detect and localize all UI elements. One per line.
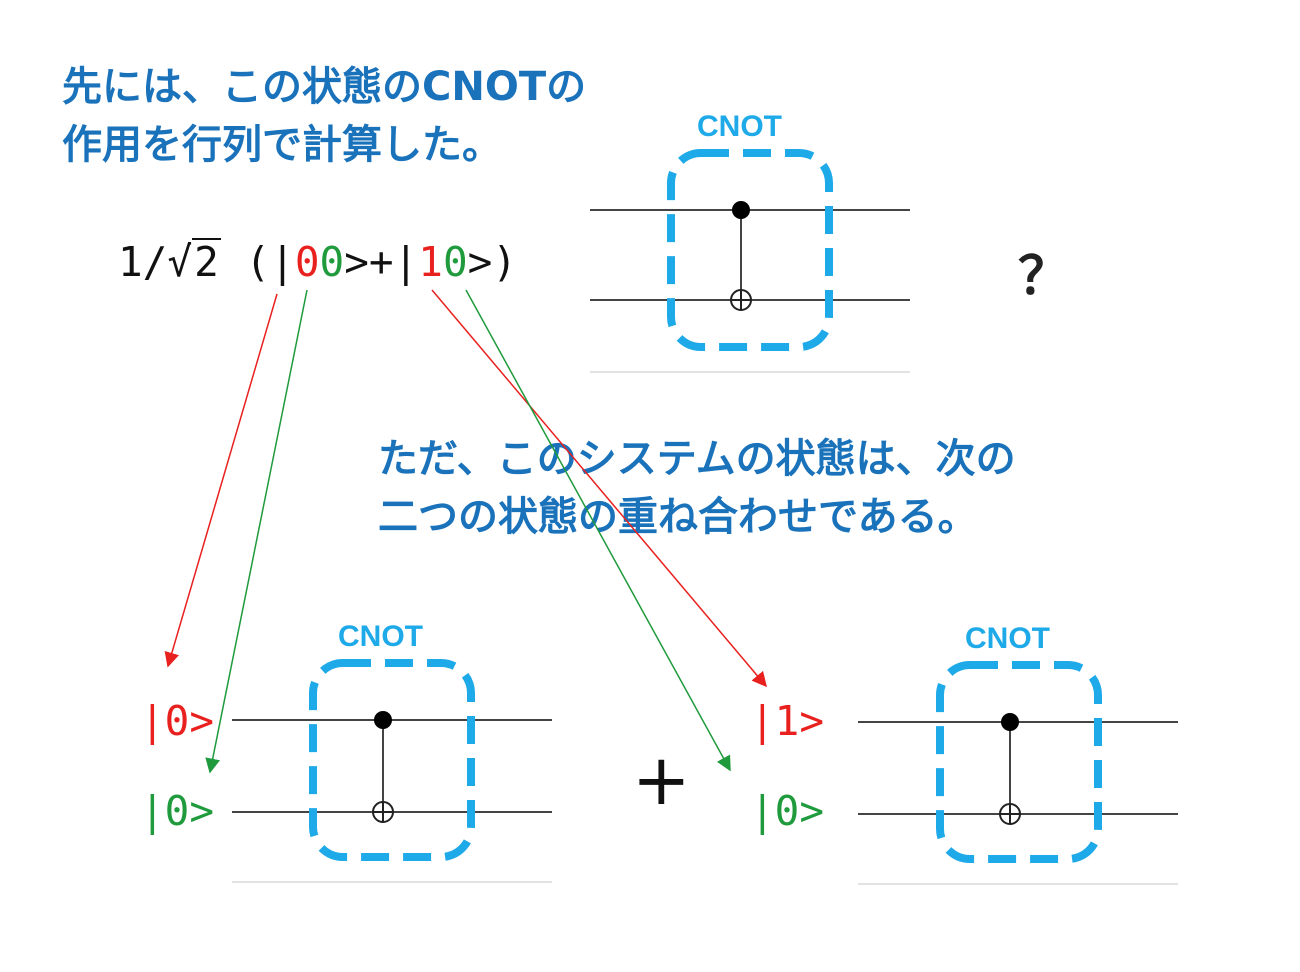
circuit-right [858, 661, 1178, 885]
formula-close: >) [467, 238, 517, 286]
right-control-ket: |1> [750, 697, 825, 745]
cnot-label-right: CNOT [965, 622, 1050, 655]
arrow-red-to-left-control [164, 293, 278, 668]
caption-middle-line2: 二つの状態の重ね合わせである。 [378, 494, 978, 540]
caption-middle: ただ、このシステムの状態は、次の 二つの状態の重ね合わせである。 [378, 430, 1016, 546]
formula-radicand: 2 [192, 238, 221, 286]
formula-mid: >+| [344, 238, 419, 286]
caption-top-line1: 先には、この状態のCNOTの [62, 64, 587, 110]
control-dot-right [1001, 713, 1019, 731]
formula-open: (| [220, 238, 295, 286]
formula-q1-second-term: 1 [418, 238, 443, 286]
circuit-top [590, 149, 910, 373]
cnot-box-left [309, 659, 475, 861]
state-formula: 1/√2 (|00>+|10>) [118, 232, 517, 292]
right-target-ket: |0> [750, 787, 825, 835]
sqrt-symbol: √ [167, 238, 193, 286]
formula-q1-first-term: 0 [294, 238, 320, 286]
formula-q2-first-term: 0 [319, 238, 345, 286]
caption-middle-line1: ただ、このシステムの状態は、次の [378, 436, 1016, 482]
formula-q2-second-term: 0 [442, 238, 468, 286]
arrow-green-to-left-target [205, 289, 308, 774]
cnot-label-top: CNOT [697, 110, 782, 143]
cnot-box-top [667, 149, 833, 351]
arrow-green-to-right-target [465, 289, 731, 772]
control-dot-left [374, 711, 392, 729]
circuit-left [232, 659, 552, 883]
caption-top: 先には、この状態のCNOTの 作用を行列で計算した。 [62, 58, 586, 174]
superposition-plus-sign: + [632, 739, 691, 821]
left-control-ket: |0> [140, 697, 215, 745]
arrow-red-to-right-control [431, 289, 767, 688]
cnot-box-right [936, 661, 1102, 863]
control-dot-top [732, 201, 750, 219]
left-target-ket: |0> [140, 787, 215, 835]
formula-prefix: 1/ [118, 238, 168, 286]
cnot-label-left: CNOT [338, 620, 423, 653]
caption-top-line2: 作用を行列で計算した。 [62, 122, 502, 168]
question-mark: ？ [1018, 247, 1071, 307]
